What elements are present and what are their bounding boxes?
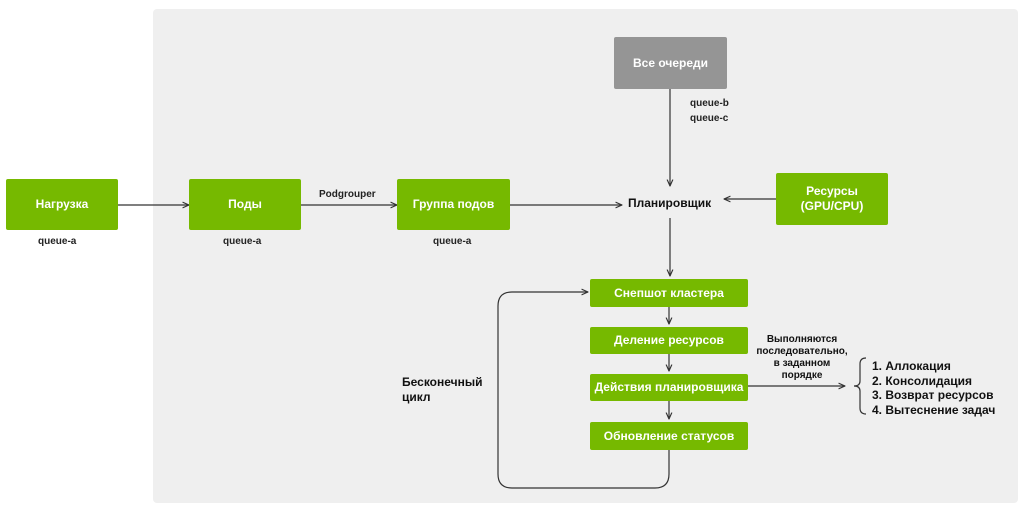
sequential-execution-note: Выполняются последовательно, в заданном … [756, 334, 848, 381]
queue-c-label: queue-c [690, 113, 729, 124]
resources-node: Ресурсы (GPU/CPU) [776, 173, 888, 225]
resource-division-node: Деление ресурсов [590, 327, 748, 354]
scheduler-label: Планировщик [628, 196, 712, 210]
workload-node: Нагрузка [6, 179, 118, 230]
action-item-allocation: 1. Аллокация [872, 359, 951, 373]
cluster-snapshot-node: Снепшот кластера [590, 279, 748, 307]
all-queues-node: Все очереди [614, 37, 727, 89]
diagram-background-panel [153, 9, 1018, 503]
infinite-loop-label: Бесконечный цикл [402, 375, 483, 404]
action-item-reclaim: 3. Возврат ресурсов [872, 388, 994, 402]
scheduler-actions-node: Действия планировщика [590, 374, 748, 401]
podgrouper-label: Podgrouper [319, 189, 376, 200]
scheduler-actions-list: 1. Аллокация 2. Консолидация 3. Возврат … [872, 359, 995, 417]
action-item-preemption: 4. Вытеснение задач [872, 402, 996, 417]
action-item-consolidation: 2. Консолидация [872, 373, 972, 388]
workload-queue-label: queue-a [38, 236, 77, 247]
queue-b-label: queue-b [690, 98, 729, 109]
pods-queue-label: queue-a [223, 236, 262, 247]
pods-node: Поды [189, 179, 301, 230]
status-update-node: Обновление статусов [590, 422, 748, 450]
podgroup-node: Группа подов [397, 179, 510, 230]
podgroup-queue-label: queue-a [433, 236, 472, 247]
